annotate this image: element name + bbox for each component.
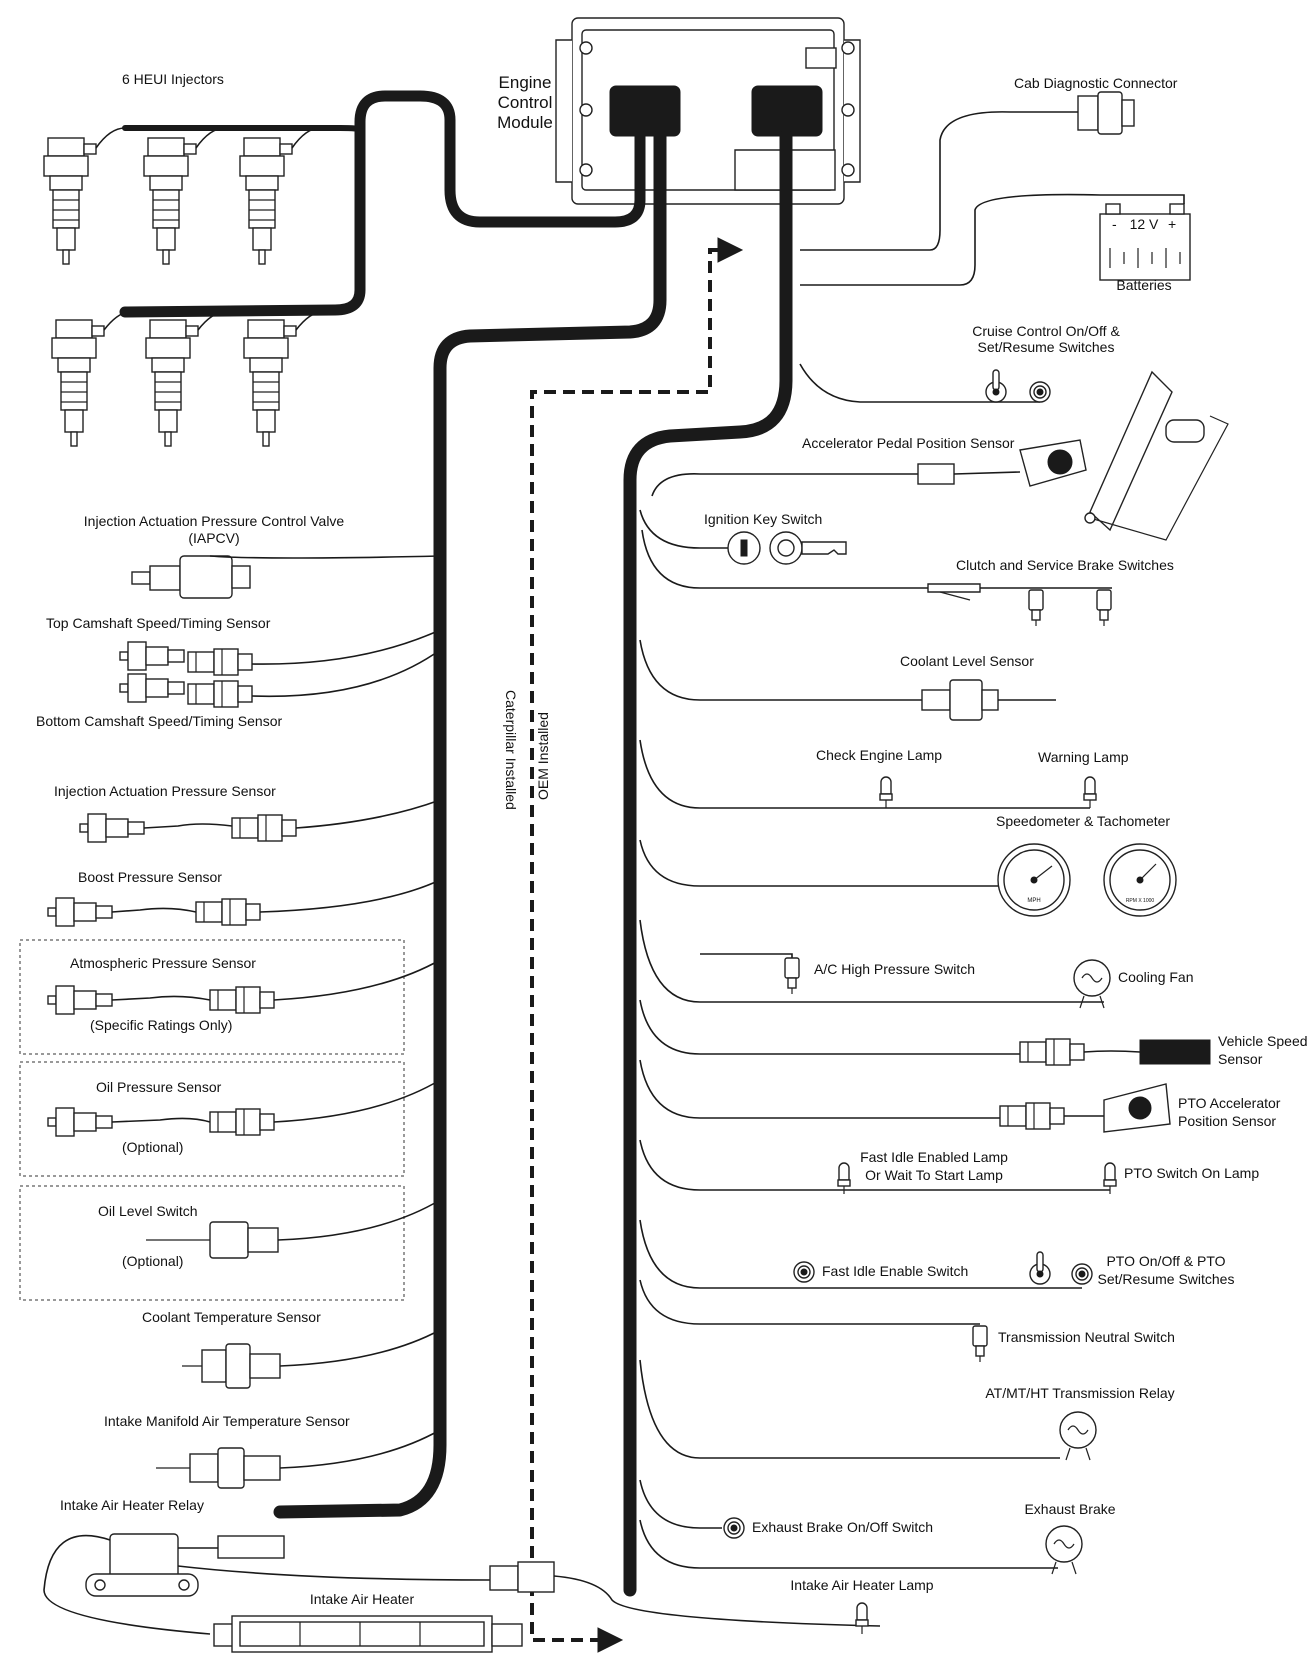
oil-level-note: (Optional) bbox=[122, 1253, 183, 1269]
transmission-relay bbox=[639, 1359, 1097, 1461]
left-main-harness bbox=[119, 90, 667, 1519]
iapcv-label-line2: (IAPCV) bbox=[188, 530, 239, 546]
mph-label: MPH bbox=[1027, 898, 1040, 904]
vss-label-line1: Vehicle Speed bbox=[1218, 1033, 1308, 1049]
speedo-tach-label: Speedometer & Tachometer bbox=[996, 813, 1170, 829]
oil-pressure-sensor bbox=[47, 1079, 441, 1137]
accelerator-pedal-sensor bbox=[651, 370, 1229, 541]
boost-sensor-label: Boost Pressure Sensor bbox=[78, 869, 222, 885]
top-camshaft-sensor bbox=[119, 629, 441, 676]
injectors-top-row bbox=[43, 127, 321, 265]
ecm-title-line2: Control bbox=[498, 93, 553, 112]
check-engine-warning-lamps bbox=[639, 739, 1097, 809]
battery-minus: - bbox=[1112, 216, 1117, 232]
cab-diagnostic-connector[interactable] bbox=[800, 91, 1135, 251]
heater-lamp-label: Intake Air Heater Lamp bbox=[790, 1577, 933, 1593]
exhaust-brake-label: Exhaust Brake bbox=[1024, 1501, 1115, 1517]
bottom-camshaft-label: Bottom Camshaft Speed/Timing Sensor bbox=[36, 713, 282, 729]
atmospheric-note: (Specific Ratings Only) bbox=[90, 1017, 232, 1033]
oem-installed-label: OEM Installed bbox=[535, 712, 551, 800]
imat-label: Intake Manifold Air Temperature Sensor bbox=[104, 1413, 350, 1429]
imat-sensor bbox=[156, 1429, 441, 1489]
battery-plus: + bbox=[1168, 216, 1176, 232]
pto-lamp-label: PTO Switch On Lamp bbox=[1124, 1165, 1259, 1181]
warning-lamp-label: Warning Lamp bbox=[1038, 749, 1129, 765]
iap-sensor bbox=[79, 799, 441, 843]
pto-accelerator-sensor bbox=[639, 1059, 1171, 1133]
intake-heater-lamp bbox=[855, 1602, 869, 1635]
heui-injectors-label: 6 HEUI Injectors bbox=[122, 71, 224, 87]
fast-idle-lamp-line1: Fast Idle Enabled Lamp bbox=[860, 1149, 1008, 1165]
coolant-level-label: Coolant Level Sensor bbox=[900, 653, 1034, 669]
right-main-harness bbox=[623, 129, 793, 1597]
bottom-camshaft-sensor bbox=[119, 649, 441, 708]
oil-level-label: Oil Level Switch bbox=[98, 1203, 198, 1219]
trans-neutral-label: Transmission Neutral Switch bbox=[998, 1329, 1175, 1345]
atmospheric-sensor-label: Atmospheric Pressure Sensor bbox=[70, 955, 256, 971]
cruise-switches[interactable] bbox=[799, 363, 1051, 403]
atmospheric-group-box bbox=[19, 939, 405, 1055]
pto-switches-line1: PTO On/Off & PTO bbox=[1106, 1253, 1225, 1269]
ignition-label: Ignition Key Switch bbox=[704, 511, 822, 527]
oil-pressure-note: (Optional) bbox=[122, 1139, 183, 1155]
battery-voltage: 12 V bbox=[1130, 216, 1159, 232]
intake-heater-label: Intake Air Heater bbox=[310, 1591, 415, 1607]
atmospheric-sensor bbox=[47, 959, 441, 1015]
ac-switch-label: A/C High Pressure Switch bbox=[814, 961, 975, 977]
caterpillar-installed-label: Caterpillar Installed bbox=[503, 690, 519, 810]
cruise-label-line2: Set/Resume Switches bbox=[978, 339, 1115, 355]
injectors-bottom-row bbox=[51, 311, 323, 447]
installation-boundary bbox=[530, 237, 744, 1653]
engine-control-module bbox=[555, 17, 861, 205]
rpm-label: RPM X 1000 bbox=[1126, 898, 1155, 904]
ignition-key-switch[interactable] bbox=[639, 509, 847, 565]
batteries bbox=[800, 193, 1191, 286]
cooling-fan-label: Cooling Fan bbox=[1118, 969, 1194, 985]
cab-diagnostic-label: Cab Diagnostic Connector bbox=[1014, 75, 1178, 91]
check-engine-label: Check Engine Lamp bbox=[816, 747, 942, 763]
ecm-title-line3: Module bbox=[497, 113, 553, 132]
iapcv-label-line1: Injection Actuation Pressure Control Val… bbox=[84, 513, 345, 529]
accel-pedal-label: Accelerator Pedal Position Sensor bbox=[802, 435, 1015, 451]
coolant-temp-label: Coolant Temperature Sensor bbox=[142, 1309, 321, 1325]
vehicle-speed-sensor bbox=[639, 999, 1211, 1066]
transmission-neutral-switch bbox=[639, 1279, 988, 1363]
exhaust-brake-switch-label: Exhaust Brake On/Off Switch bbox=[752, 1519, 933, 1535]
oil-pressure-group-box bbox=[19, 1061, 405, 1177]
clutch-label: Clutch and Service Brake Switches bbox=[956, 557, 1174, 573]
heater-relay-label: Intake Air Heater Relay bbox=[60, 1497, 204, 1513]
iapcv-valve bbox=[131, 555, 441, 599]
ac-switch-cooling-fan bbox=[639, 919, 1111, 1009]
coolant-level-sensor bbox=[639, 639, 1056, 721]
oil-level-switch bbox=[146, 1199, 441, 1259]
clutch-brake-switches[interactable] bbox=[641, 529, 1112, 627]
coolant-temp-sensor bbox=[182, 1329, 441, 1389]
iap-sensor-label: Injection Actuation Pressure Sensor bbox=[54, 783, 276, 799]
ecm-title-line1: Engine bbox=[499, 73, 552, 92]
exhaust-brake bbox=[639, 1479, 1083, 1575]
trans-relay-label: AT/MT/HT Transmission Relay bbox=[985, 1385, 1174, 1401]
top-camshaft-label: Top Camshaft Speed/Timing Sensor bbox=[46, 615, 271, 631]
pto-accel-label-line1: PTO Accelerator bbox=[1178, 1095, 1281, 1111]
oil-level-group-box bbox=[19, 1185, 405, 1301]
boost-sensor bbox=[47, 879, 441, 927]
oil-pressure-label: Oil Pressure Sensor bbox=[96, 1079, 222, 1095]
heater-inline-connector bbox=[489, 1561, 881, 1627]
intake-air-heater bbox=[213, 1615, 523, 1653]
pto-accel-label-line2: Position Sensor bbox=[1178, 1113, 1276, 1129]
fast-idle-switch-label: Fast Idle Enable Switch bbox=[822, 1263, 968, 1279]
fast-idle-pto-switches[interactable] bbox=[639, 1219, 1093, 1289]
heater-relay bbox=[43, 1533, 491, 1635]
fast-idle-lamp-line2: Or Wait To Start Lamp bbox=[865, 1167, 1003, 1183]
cruise-label-line1: Cruise Control On/Off & bbox=[972, 323, 1120, 339]
vss-label-line2: Sensor bbox=[1218, 1051, 1263, 1067]
fast-idle-pto-lamps bbox=[639, 1139, 1117, 1195]
batteries-label: Batteries bbox=[1116, 277, 1171, 293]
pto-switches-line2: Set/Resume Switches bbox=[1098, 1271, 1235, 1287]
speedometer-tachometer bbox=[639, 839, 1177, 917]
